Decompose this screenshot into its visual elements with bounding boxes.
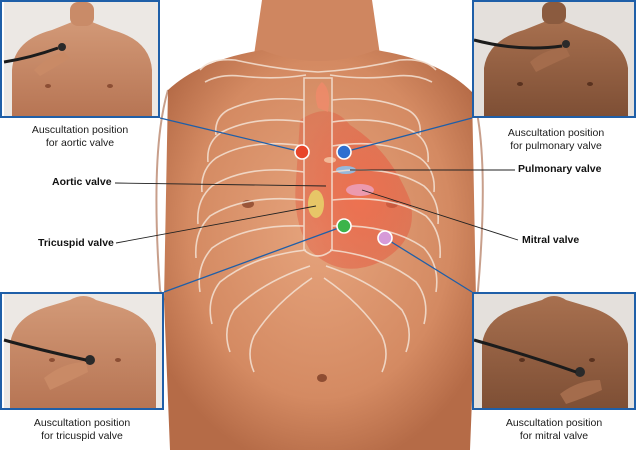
frame-mitral-border <box>472 292 636 410</box>
aortic-label-leader <box>114 182 327 187</box>
aortic-frame-connector <box>159 117 303 153</box>
frame-aortic <box>0 0 160 118</box>
caption-tricuspid: Auscultation position for tricuspid valv… <box>2 417 162 443</box>
caption-pulmonary-line2: for pulmonary valve <box>510 140 602 152</box>
aortic-dot <box>294 144 310 160</box>
tricuspid-frame-connector <box>163 225 345 293</box>
label-mitral-valve: Mitral valve <box>522 234 580 246</box>
label-pulmonary-valve: Pulmonary valve <box>518 163 602 175</box>
label-tricuspid-valve: Tricuspid valve <box>38 237 114 249</box>
navel <box>317 374 327 382</box>
frame-pulmonary-border <box>472 0 636 118</box>
neck <box>254 0 380 67</box>
mitral-label-leader <box>361 189 519 241</box>
label-aortic-valve: Aortic valve <box>52 176 112 188</box>
mitral-dot <box>377 230 393 246</box>
frame-mitral <box>472 292 637 410</box>
caption-mitral-line2: for mitral valve <box>519 430 589 442</box>
caption-aortic: Auscultation position for aortic valve <box>0 124 160 150</box>
pulmonary-dot <box>336 144 352 160</box>
tricuspid-valve-shape <box>308 190 324 218</box>
caption-tricuspid-line1: Auscultation position <box>33 417 131 429</box>
frame-pulmonary <box>472 0 637 118</box>
frame-tricuspid-border <box>0 292 164 410</box>
frame-tricuspid <box>0 292 164 410</box>
tricuspid-label-leader <box>115 205 317 244</box>
caption-pulmonary-line1: Auscultation position <box>507 127 605 139</box>
heart-overlay <box>295 82 412 269</box>
caption-mitral-line1: Auscultation position <box>505 417 603 429</box>
mitral-valve-shape <box>346 184 374 196</box>
frame-aortic-border <box>0 0 160 118</box>
mitral-frame-connector <box>384 237 473 293</box>
caption-pulmonary: Auscultation position for pulmonary valv… <box>476 127 636 153</box>
aortic-valve-shape <box>324 157 336 163</box>
pointer-lines <box>114 117 519 293</box>
caption-mitral: Auscultation position for mitral valve <box>474 417 634 443</box>
caption-aortic-line2: for aortic valve <box>45 137 115 149</box>
tricuspid-dot <box>336 218 352 234</box>
pulmonary-frame-connector <box>343 117 473 153</box>
caption-tricuspid-line2: for tricuspid valve <box>41 430 123 442</box>
auscultation-dots <box>294 144 393 246</box>
caption-aortic-line1: Auscultation position <box>31 124 129 136</box>
ribcage <box>194 58 442 373</box>
